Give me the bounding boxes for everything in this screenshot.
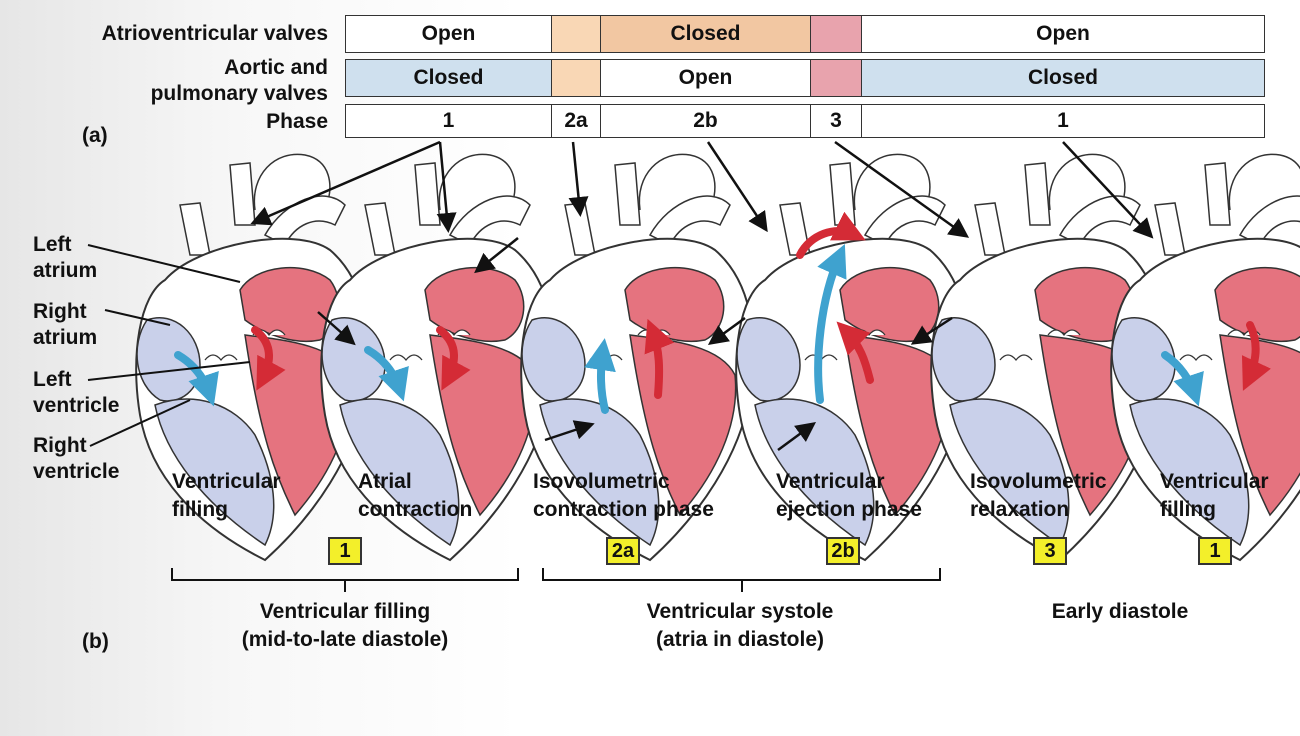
right-atrium-label-line2: atrium (33, 326, 98, 349)
phase-cell-2a: 2a (551, 104, 601, 138)
group-filling-label-line2: (mid-to-late diastole) (241, 628, 449, 651)
group-brackets (171, 568, 941, 592)
semi-cell-phase1: Closed (345, 59, 552, 97)
av-cell-phase3 (810, 15, 862, 53)
stage-4-caption-line2: ejection phase (776, 498, 922, 521)
right-atrium-label-line1: Right (33, 300, 87, 323)
semi-cell-phase2a (551, 59, 601, 97)
stage-1-caption-line1: Ventricular (172, 470, 281, 493)
phase-cell-1: 1 (345, 104, 552, 138)
group-systole-label-line2: (atria in diastole) (655, 628, 825, 651)
part-a-label: (a) (82, 124, 108, 147)
av-cell-phase2b: Closed (600, 15, 811, 53)
semilunar-valves-label-line1: Aortic and (224, 56, 328, 79)
semi-cell-phase2b: Open (600, 59, 811, 97)
left-ventricle-label-line1: Left (33, 368, 72, 391)
av-cell-phase1-late: Open (861, 15, 1265, 53)
group-systole-label-line1: Ventricular systole (646, 600, 834, 623)
stage-3-caption-line2: contraction phase (533, 498, 714, 521)
stage-4-caption-line1: Ventricular (776, 470, 885, 493)
av-valves-label: Atrioventricular valves (101, 22, 328, 45)
stage-5-caption-line1: Isovolumetric (970, 470, 1107, 493)
phase-badge-3: 3 (1033, 537, 1067, 565)
stage-3-caption-line1: Isovolumetric (533, 470, 670, 493)
left-ventricle-label-line2: ventricle (33, 394, 120, 417)
phase-badge-2a: 2a (606, 537, 640, 565)
stage-1-caption-line2: filling (172, 498, 228, 521)
semi-cell-phase3 (810, 59, 862, 97)
left-atrium-label-line2: atrium (33, 259, 98, 282)
av-cell-phase2a (551, 15, 601, 53)
contraction-indicator-arrows (317, 237, 953, 452)
part-b-label: (b) (82, 630, 109, 653)
right-ventricle-label-line1: Right (33, 434, 87, 457)
stage-2-caption-line1: Atrial (358, 470, 412, 493)
label-leader-lines (87, 244, 251, 447)
stage-6-caption-line1: Ventricular (1160, 470, 1269, 493)
right-ventricle-label-line2: ventricle (33, 460, 120, 483)
phase-badge-1: 1 (328, 537, 362, 565)
semi-cell-phase1-late: Closed (861, 59, 1265, 97)
group-early-diastole-label: Early diastole (1051, 600, 1189, 623)
group-filling-label-line1: Ventricular filling (259, 600, 431, 623)
phase-cell-3: 3 (810, 104, 862, 138)
stage-6-caption-line2: filling (1160, 498, 1216, 521)
left-atrium-label-line1: Left (33, 233, 72, 256)
phase-badge-2b: 2b (826, 537, 860, 565)
stage-5-caption-line2: relaxation (970, 498, 1070, 521)
stage-2-caption-line2: contraction (358, 498, 473, 521)
semilunar-valves-label-line2: pulmonary valves (150, 82, 328, 105)
phase-pointer-arrows (250, 140, 1154, 239)
phase-label: Phase (266, 110, 328, 133)
flow-arrows (174, 211, 1271, 414)
av-cell-phase1: Open (345, 15, 552, 53)
phase-cell-2b: 2b (600, 104, 811, 138)
phase-badge-1-late: 1 (1198, 537, 1232, 565)
phase-cell-1-late: 1 (861, 104, 1265, 138)
